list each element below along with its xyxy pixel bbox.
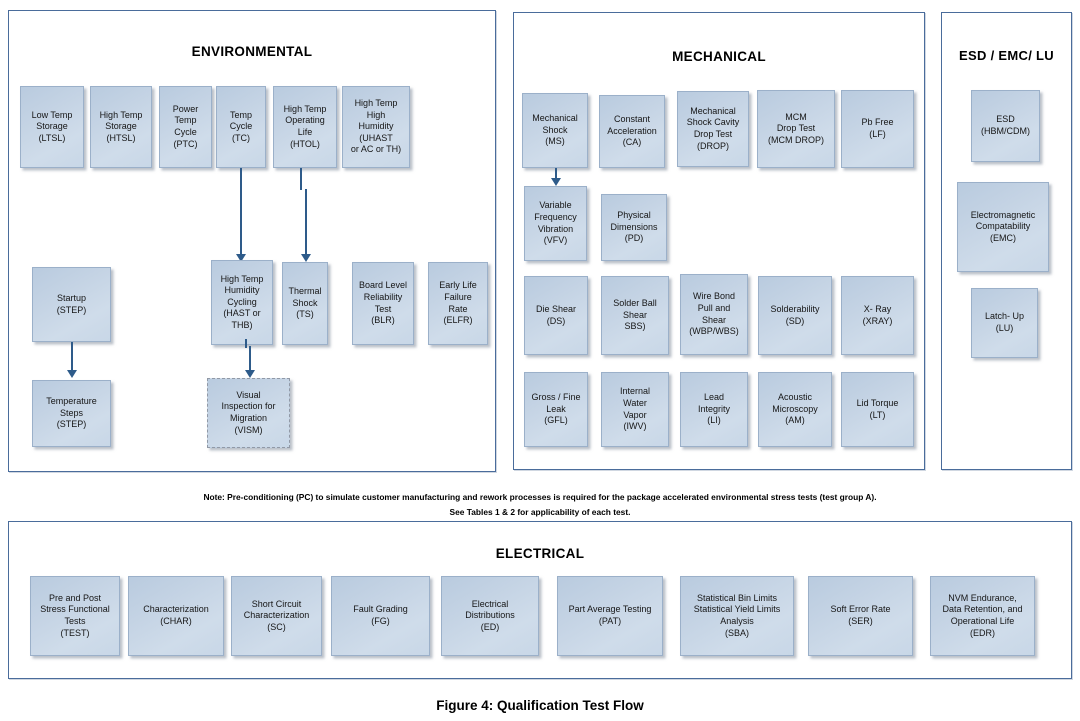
arrow-tc-to-hast (240, 168, 242, 256)
arrow-htol-to-ts-upper (300, 168, 302, 190)
arrow-htol-to-ts-lower (305, 189, 307, 256)
panel-title-electrical: ELECTRICAL (495, 546, 585, 561)
box-emc[interactable]: Electromagnetic Compatability (EMC) (957, 182, 1049, 272)
box-xray[interactable]: X- Ray (XRAY) (841, 276, 914, 355)
box-edr[interactable]: NVM Endurance, Data Retention, and Opera… (930, 576, 1035, 656)
box-pd[interactable]: Physical Dimensions (PD) (601, 194, 667, 261)
arrow-hast-to-vism-upper (245, 339, 247, 348)
note-line-1: Note: Pre-conditioning (PC) to simulate … (203, 492, 877, 502)
panel-title-mechanical: MECHANICAL (672, 49, 766, 64)
box-li[interactable]: Lead Integrity (LI) (680, 372, 748, 447)
box-mcm-drop[interactable]: MCM Drop Test (MCM DROP) (757, 90, 835, 168)
box-ts[interactable]: Thermal Shock (TS) (282, 262, 328, 345)
box-char[interactable]: Characterization (CHAR) (128, 576, 224, 656)
box-wbp-wbs[interactable]: Wire Bond Pull and Shear (WBP/WBS) (680, 274, 748, 355)
box-test[interactable]: Pre and Post Stress Functional Tests (TE… (30, 576, 120, 656)
box-step-temperature[interactable]: Temperature Steps (STEP) (32, 380, 111, 447)
box-lf[interactable]: Pb Free (LF) (841, 90, 914, 168)
box-ds[interactable]: Die Shear (DS) (524, 276, 588, 355)
box-lu[interactable]: Latch- Up (LU) (971, 288, 1038, 358)
arrow-head-hast-to-vism (244, 370, 255, 378)
box-sc[interactable]: Short Circuit Characterization (SC) (231, 576, 322, 656)
arrow-head-tc-to-hast (235, 254, 246, 262)
box-ms[interactable]: Mechanical Shock (MS) (522, 93, 588, 168)
box-blr[interactable]: Board Level Reliability Test (BLR) (352, 262, 414, 345)
box-lt[interactable]: Lid Torque (LT) (841, 372, 914, 447)
figure-caption: Figure 4: Qualification Test Flow (436, 698, 644, 713)
box-drop[interactable]: Mechanical Shock Cavity Drop Test (DROP) (677, 91, 749, 167)
arrow-head-htol-to-ts (300, 254, 311, 262)
box-sba[interactable]: Statistical Bin Limits Statistical Yield… (680, 576, 794, 656)
box-ser[interactable]: Soft Error Rate (SER) (808, 576, 913, 656)
box-sd[interactable]: Solderability (SD) (758, 276, 832, 355)
arrow-startup-to-temp-steps (71, 342, 73, 372)
box-uhast[interactable]: High Temp High Humidity (UHAST or AC or … (342, 86, 410, 168)
box-vism[interactable]: Visual Inspection for Migration (VISM) (207, 378, 290, 448)
box-ed[interactable]: Electrical Distributions (ED) (441, 576, 539, 656)
box-sbs[interactable]: Solder Ball Shear SBS) (601, 276, 669, 355)
box-iwv[interactable]: Internal Water Vapor (IWV) (601, 372, 669, 447)
box-tc[interactable]: Temp Cycle (TC) (216, 86, 266, 168)
box-esd[interactable]: ESD (HBM/CDM) (971, 90, 1040, 162)
box-fg[interactable]: Fault Grading (FG) (331, 576, 430, 656)
box-step-startup[interactable]: Startup (STEP) (32, 267, 111, 342)
panel-title-esd-emc-lu: ESD / EMC/ LU (959, 48, 1054, 63)
box-htsl[interactable]: High Temp Storage (HTSL) (90, 86, 152, 168)
box-htol[interactable]: High Temp Operating Life (HTOL) (273, 86, 337, 168)
box-ltsl[interactable]: Low Temp Storage (LTSL) (20, 86, 84, 168)
box-pat[interactable]: Part Average Testing (PAT) (557, 576, 663, 656)
arrow-ms-to-vfv (555, 168, 557, 182)
box-hast[interactable]: High Temp Humidity Cycling (HAST or THB) (211, 260, 273, 345)
box-vfv[interactable]: Variable Frequency Vibration (VFV) (524, 186, 587, 261)
panel-title-environmental: ENVIRONMENTAL (191, 44, 313, 59)
box-ca[interactable]: Constant Acceleration (CA) (599, 95, 665, 168)
box-am[interactable]: Acoustic Microscopy (AM) (758, 372, 832, 447)
box-ptc[interactable]: Power Temp Cycle (PTC) (159, 86, 212, 168)
box-gfl[interactable]: Gross / Fine Leak (GFL) (524, 372, 588, 447)
note-line-2: See Tables 1 & 2 for applicability of ea… (449, 507, 631, 517)
arrow-head-ms-to-vfv (550, 178, 561, 186)
box-elfr[interactable]: Early Life Failure Rate (ELFR) (428, 262, 488, 345)
arrow-head-startup-to-temp-steps (66, 370, 77, 378)
arrow-hast-to-vism-lower (249, 346, 251, 372)
